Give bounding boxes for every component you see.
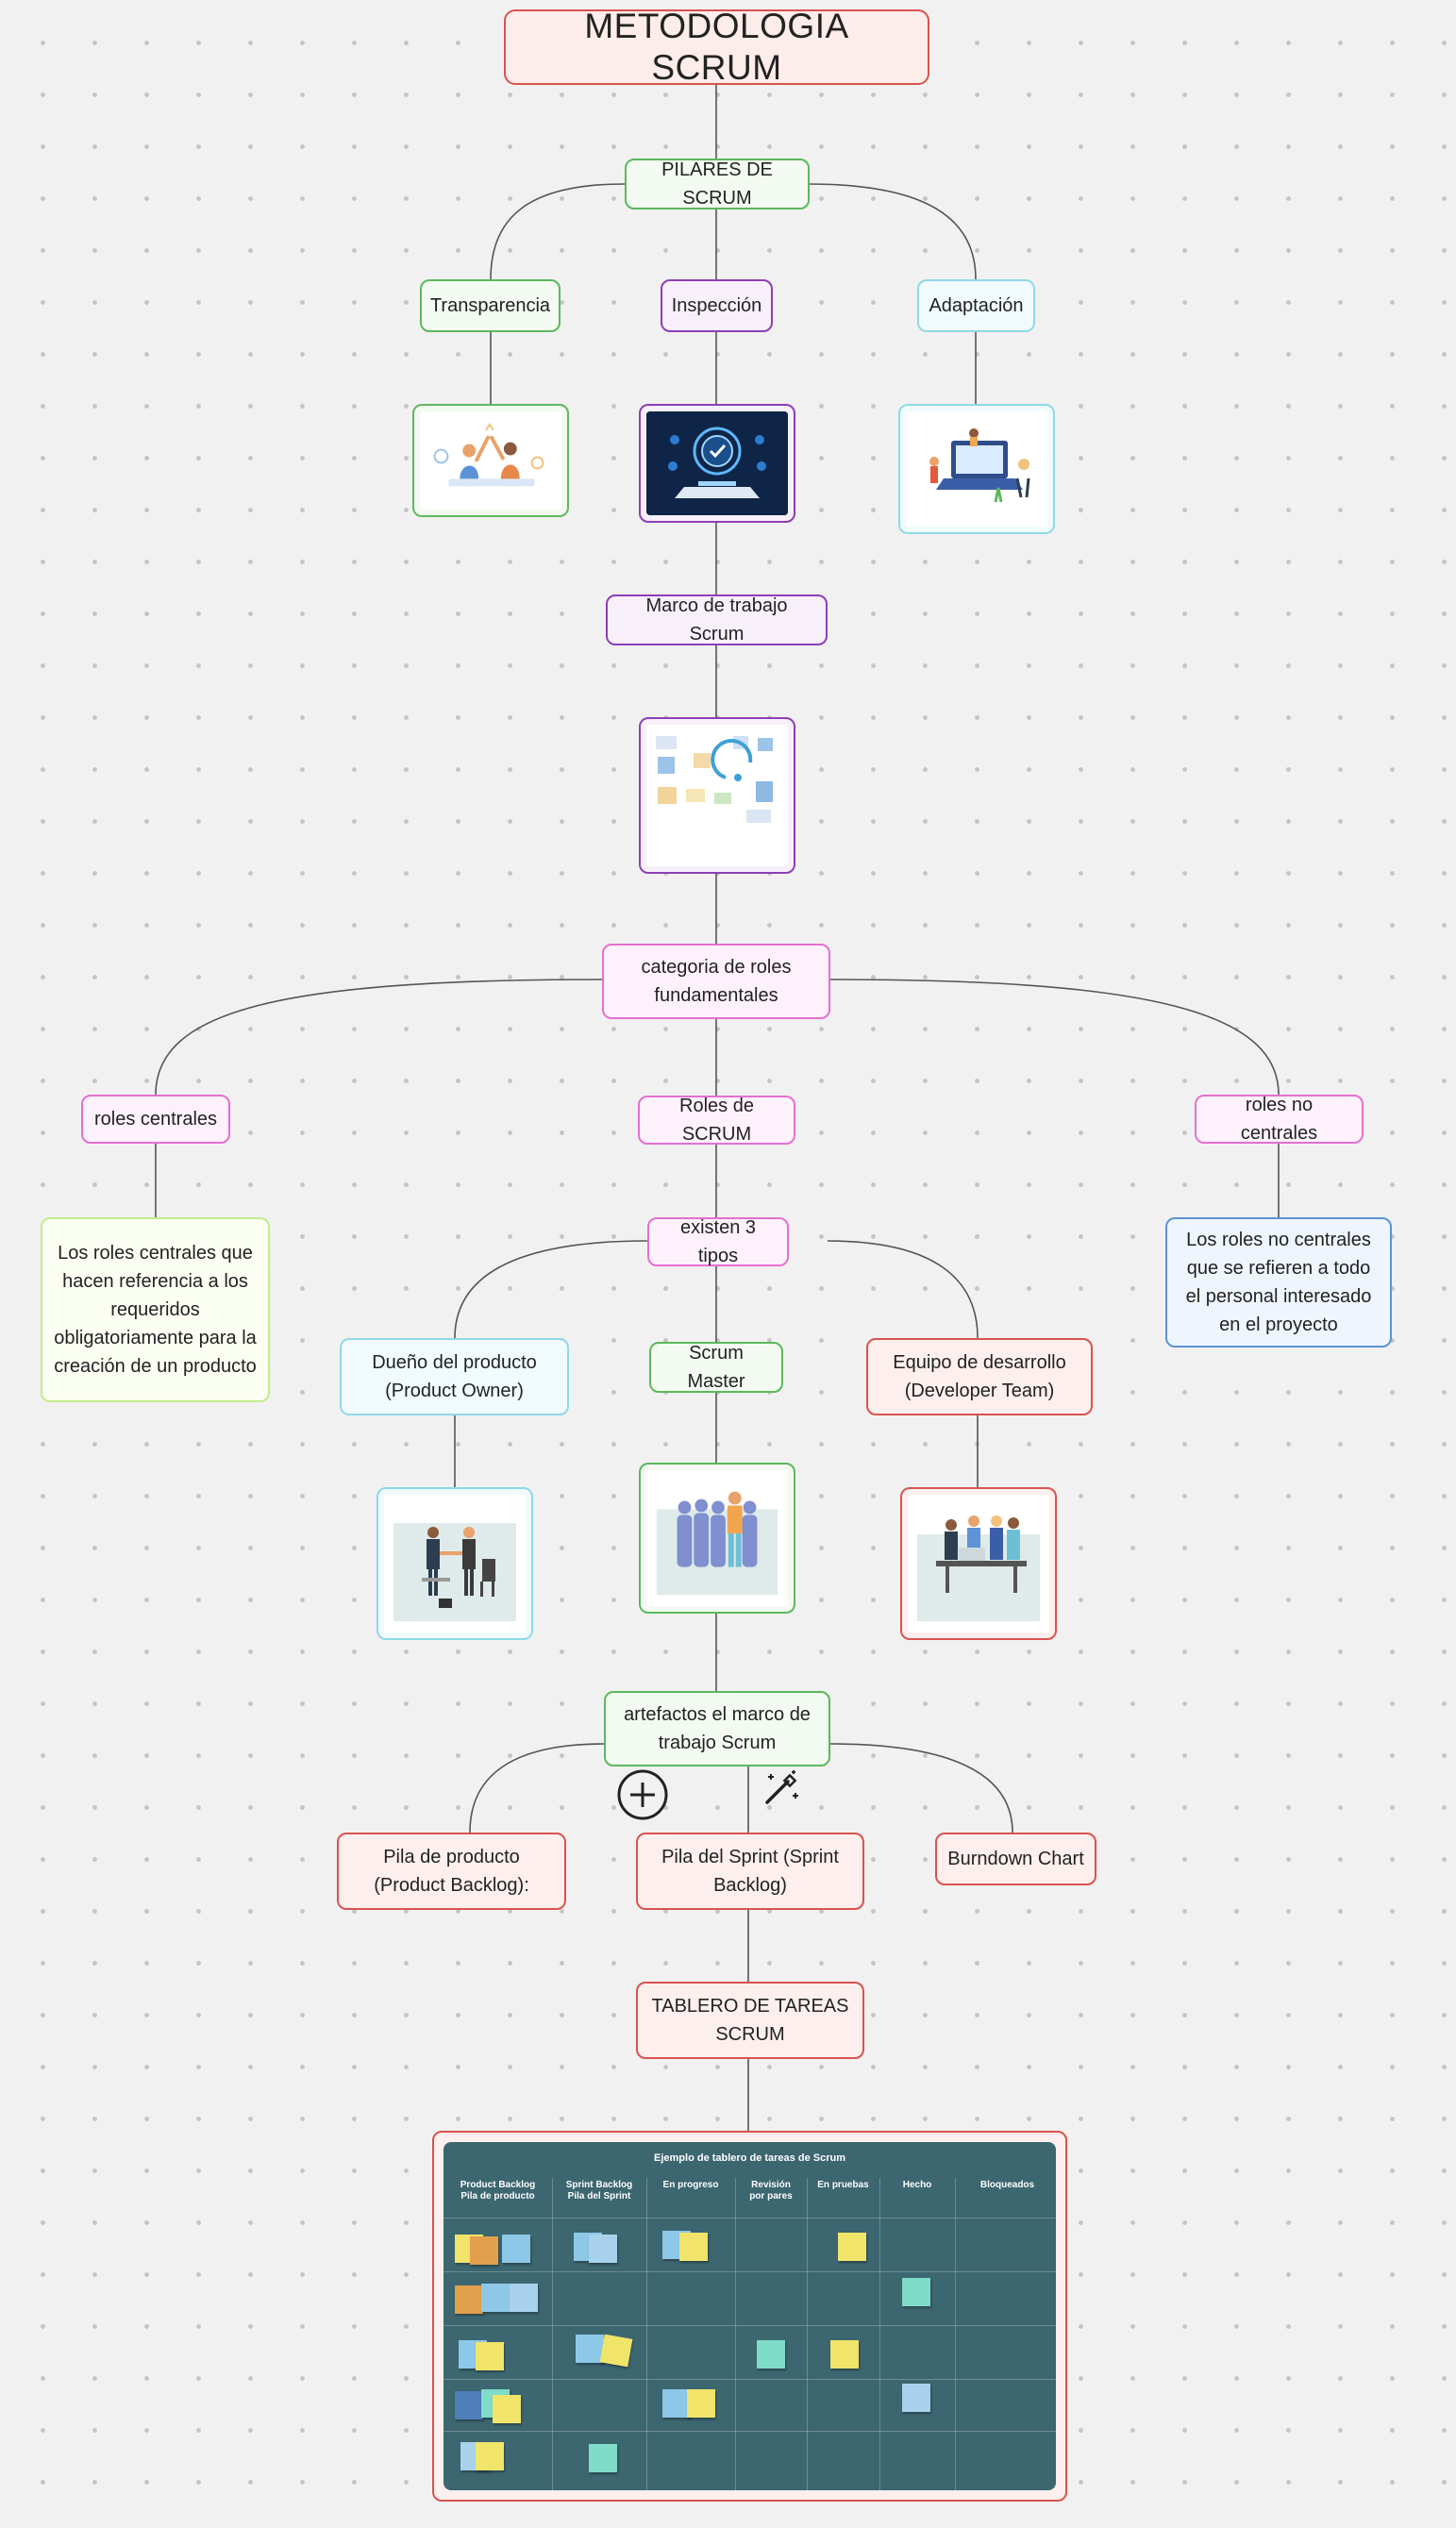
- sticky-note: [662, 2389, 691, 2418]
- sticky-note: [902, 2384, 930, 2412]
- sticky-note: [687, 2389, 715, 2418]
- sticky-note: [481, 2284, 510, 2312]
- node-adaptacion[interactable]: Adaptación: [917, 279, 1035, 332]
- product-owner-image[interactable]: [377, 1487, 533, 1640]
- sticky-note: [510, 2284, 538, 2312]
- roles-no-centrales-description[interactable]: Los roles no centrales que se refieren a…: [1165, 1217, 1392, 1348]
- board-column: En progreso: [646, 2178, 736, 2490]
- node-pilares[interactable]: PILARES DE SCRUM: [625, 159, 810, 209]
- adaptacion-image[interactable]: [898, 404, 1055, 534]
- magic-wand-icon[interactable]: [761, 1768, 801, 1808]
- node-roles-scrum[interactable]: Roles de SCRUM: [638, 1096, 795, 1145]
- sticky-note: [589, 2235, 617, 2263]
- sticky-note: [502, 2235, 530, 2263]
- page-title[interactable]: METODOLOGIA SCRUM: [504, 7, 929, 87]
- sticky-note: [455, 2391, 483, 2419]
- board-column: Product Backlog Pila de producto: [443, 2178, 553, 2490]
- high-five-illustration: [420, 411, 561, 510]
- node-scrum-master[interactable]: Scrum Master: [649, 1342, 783, 1393]
- scrum-board-title: Ejemplo de tablero de tareas de Scrum: [654, 2152, 845, 2164]
- sticky-note: [476, 2342, 504, 2370]
- node-categoria-roles[interactable]: categoria de roles fundamentales: [602, 944, 830, 1019]
- sticky-note: [476, 2442, 504, 2470]
- board-column: Revisión por pares: [735, 2178, 808, 2490]
- node-marco-scrum[interactable]: Marco de trabajo Scrum: [606, 594, 828, 645]
- node-product-owner[interactable]: Dueño del producto (Product Owner): [340, 1338, 569, 1415]
- sticky-note: [455, 2285, 483, 2314]
- sticky-note: [470, 2236, 498, 2265]
- laptop-team-illustration: [906, 412, 1047, 526]
- handshake-illustration: [384, 1495, 526, 1632]
- node-product-backlog[interactable]: Pila de producto (Product Backlog):: [337, 1833, 566, 1910]
- sticky-note: [830, 2340, 859, 2369]
- board-column: Bloqueados: [955, 2178, 1056, 2490]
- sticky-note: [838, 2233, 866, 2261]
- sticky-note: [902, 2278, 930, 2306]
- node-roles-centrales[interactable]: roles centrales: [81, 1095, 230, 1144]
- marco-scrum-image[interactable]: [639, 717, 795, 874]
- inspeccion-image[interactable]: [639, 404, 795, 523]
- board-column: En pruebas: [807, 2178, 880, 2490]
- sticky-note: [679, 2233, 708, 2261]
- node-inspeccion[interactable]: Inspección: [661, 279, 773, 332]
- node-burndown-chart[interactable]: Burndown Chart: [935, 1833, 1096, 1885]
- node-developer-team[interactable]: Equipo de desarrollo (Developer Team): [866, 1338, 1093, 1415]
- sticky-note: [757, 2340, 785, 2369]
- scrum-framework-diagram-illustration: [646, 725, 788, 866]
- transparencia-image[interactable]: [412, 404, 569, 517]
- node-tablero-tareas[interactable]: TABLERO DE TAREAS SCRUM: [636, 1982, 864, 2059]
- board-column: Hecho: [879, 2178, 956, 2490]
- team-silhouettes-illustration: [647, 1470, 787, 1606]
- sticky-note: [599, 2334, 633, 2368]
- roles-centrales-description[interactable]: Los roles centrales que hacen referencia…: [41, 1217, 270, 1402]
- developer-team-image[interactable]: [900, 1487, 1057, 1640]
- development-team-illustration: [908, 1495, 1049, 1632]
- add-circle-icon[interactable]: [615, 1767, 670, 1822]
- node-artefactos[interactable]: artefactos el marco de trabajo Scrum: [604, 1691, 830, 1766]
- node-sprint-backlog[interactable]: Pila del Sprint (Sprint Backlog): [636, 1833, 864, 1910]
- scrum-board: Ejemplo de tablero de tareas de Scrum Pr…: [443, 2142, 1056, 2490]
- sticky-note: [589, 2444, 617, 2472]
- node-roles-no-centrales[interactable]: roles no centrales: [1195, 1095, 1364, 1144]
- node-existen-tipos[interactable]: existen 3 tipos: [647, 1217, 789, 1266]
- sticky-note: [493, 2395, 521, 2423]
- node-transparencia[interactable]: Transparencia: [420, 279, 561, 332]
- scrum-master-image[interactable]: [639, 1463, 795, 1614]
- scrum-board-card[interactable]: Ejemplo de tablero de tareas de Scrum Pr…: [432, 2131, 1067, 2502]
- sticky-note: [576, 2335, 604, 2363]
- board-column: Sprint Backlog Pila del Sprint: [552, 2178, 647, 2490]
- technology-gear-illustration: [646, 411, 788, 515]
